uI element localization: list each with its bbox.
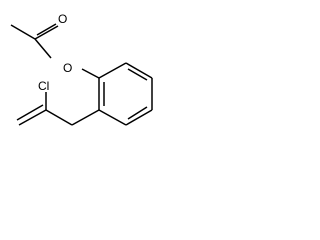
bond-alkene-double-b [16,104,44,121]
ring-inner-double-1 [127,68,148,81]
ring-bond-4 [125,109,153,126]
molecule-structure: O O Cl [10,12,153,126]
ring-bond-1 [98,62,127,79]
bond-methyl-carbonyl [10,24,36,40]
bond-ch2-ccl [45,109,73,126]
bond-carbonyl-double-b [36,23,57,36]
ring-bond-5 [98,109,127,126]
atom-carbonyl-oxygen: O [58,12,67,26]
bond-carbonyl-double-a [34,25,59,40]
bond-carbonyl-ester-o [34,38,52,59]
bond-alkene-double-a [18,109,47,126]
atom-chlorine: Cl [38,79,49,93]
atom-ester-oxygen: O [63,61,72,75]
bond-ring-ch2 [71,109,100,126]
bond-ester-o-ring [81,68,100,79]
ring-inner-double-2 [127,106,148,120]
ring-bond-2 [125,62,153,79]
